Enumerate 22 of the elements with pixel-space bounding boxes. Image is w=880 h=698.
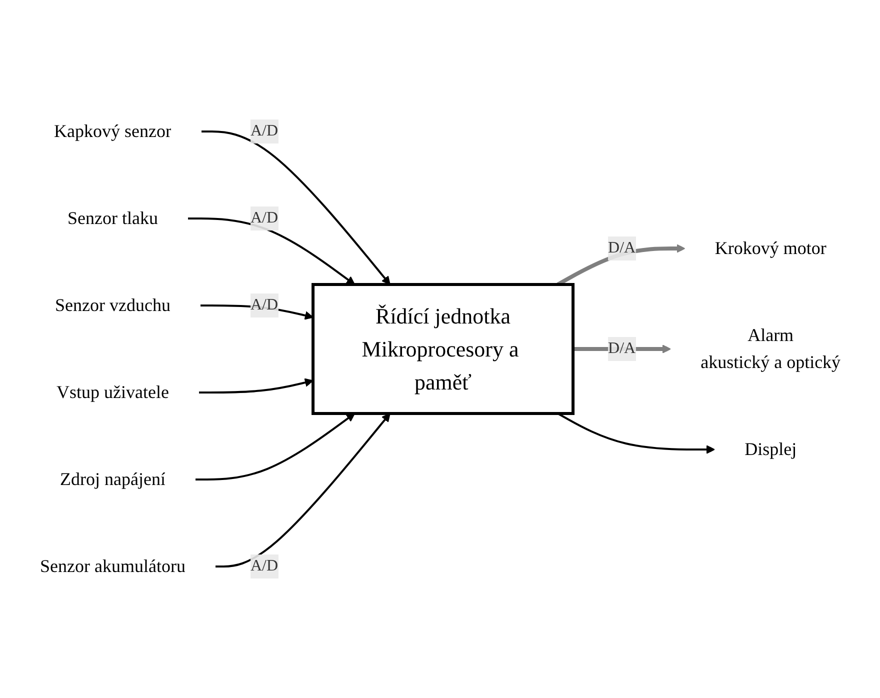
node-text: Vstup uživatele [56, 382, 169, 402]
edge-label: D/A [608, 340, 636, 357]
arrow [195, 413, 355, 480]
edge-label: A/D [250, 296, 278, 314]
node-text: Displej [744, 439, 796, 459]
arrow [201, 130, 390, 285]
edge-label: A/D [250, 558, 278, 574]
node-text: Senzor vzduchu [54, 295, 170, 315]
edge-label: A/D [250, 210, 278, 226]
arrow [188, 218, 355, 285]
arrow [198, 378, 314, 394]
node-text: Senzor tlaku [67, 208, 158, 228]
node-text: Senzor akumulátoru [40, 556, 186, 576]
node-text: Kapkový senzor [54, 121, 172, 141]
node-text: Alarm akustický a optický [700, 325, 840, 372]
edge-label: D/A [608, 240, 636, 256]
arrow [215, 413, 390, 568]
arrow [557, 412, 715, 454]
node-text: Zdroj napájení [60, 469, 166, 489]
node-box: Řídící jednotka Mikroprocesory a paměť [311, 283, 574, 415]
edge-label: A/D [250, 122, 278, 140]
node-text: Krokový motor [714, 238, 826, 258]
